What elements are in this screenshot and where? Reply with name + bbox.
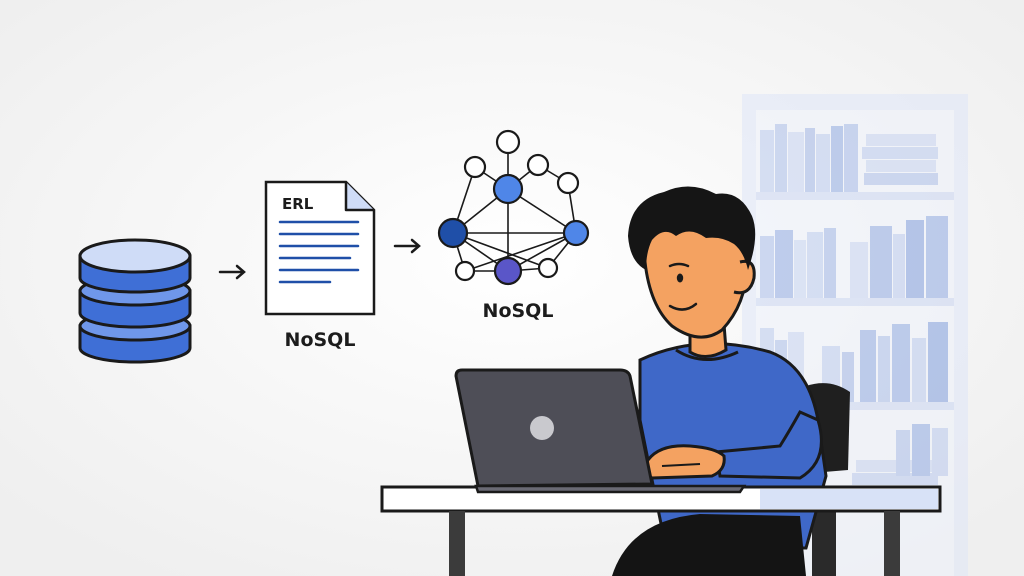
books-row-2 bbox=[760, 216, 948, 298]
laptop bbox=[454, 368, 747, 494]
books-row-1 bbox=[760, 124, 938, 192]
nosql-graph-icon bbox=[437, 129, 590, 286]
document-icon bbox=[264, 180, 376, 316]
database-icon bbox=[78, 238, 192, 364]
document-caption: NoSQL bbox=[285, 329, 356, 351]
arrow-right-icon bbox=[218, 264, 246, 280]
graph-caption: NoSQL bbox=[483, 300, 554, 322]
graph-nodes bbox=[437, 129, 590, 286]
document-header-text: ERL bbox=[282, 195, 314, 213]
arrow-right-icon bbox=[393, 238, 421, 254]
bookshelf bbox=[742, 94, 968, 576]
laptop-logo bbox=[530, 416, 554, 440]
books-row-4 bbox=[852, 424, 948, 485]
